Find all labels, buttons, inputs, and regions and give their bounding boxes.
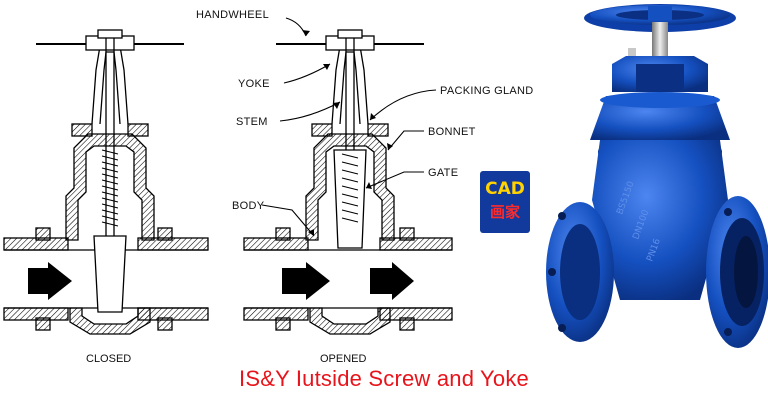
opened-valve-drawing xyxy=(243,29,453,335)
label-bonnet: BONNET xyxy=(428,126,476,138)
label-stem: STEM xyxy=(236,116,268,128)
closed-flow-arrow xyxy=(28,262,72,300)
label-handwheel: HANDWHEEL xyxy=(196,9,269,21)
label-gate: GATE xyxy=(428,167,458,179)
logo-text-chinese: 画家 xyxy=(489,203,520,221)
caption-opened: OPENED xyxy=(320,353,367,365)
blue-gate-valve-photo: BS5150 DN100 PN16 xyxy=(546,4,768,348)
opened-flow-arrow-right xyxy=(370,262,414,300)
page-title: IS&Y Iutside Screw and Yoke xyxy=(239,366,529,391)
logo-text-cad: CAD xyxy=(485,179,525,199)
label-yoke: YOKE xyxy=(238,78,270,90)
opened-flow-arrow-left xyxy=(282,262,330,300)
label-body: BODY xyxy=(232,200,265,212)
caption-closed: CLOSED xyxy=(86,353,131,365)
cad-logo: CAD 画家 xyxy=(480,171,530,233)
label-packing-gland: PACKING GLAND xyxy=(440,85,534,97)
closed-valve-drawing xyxy=(3,29,209,335)
